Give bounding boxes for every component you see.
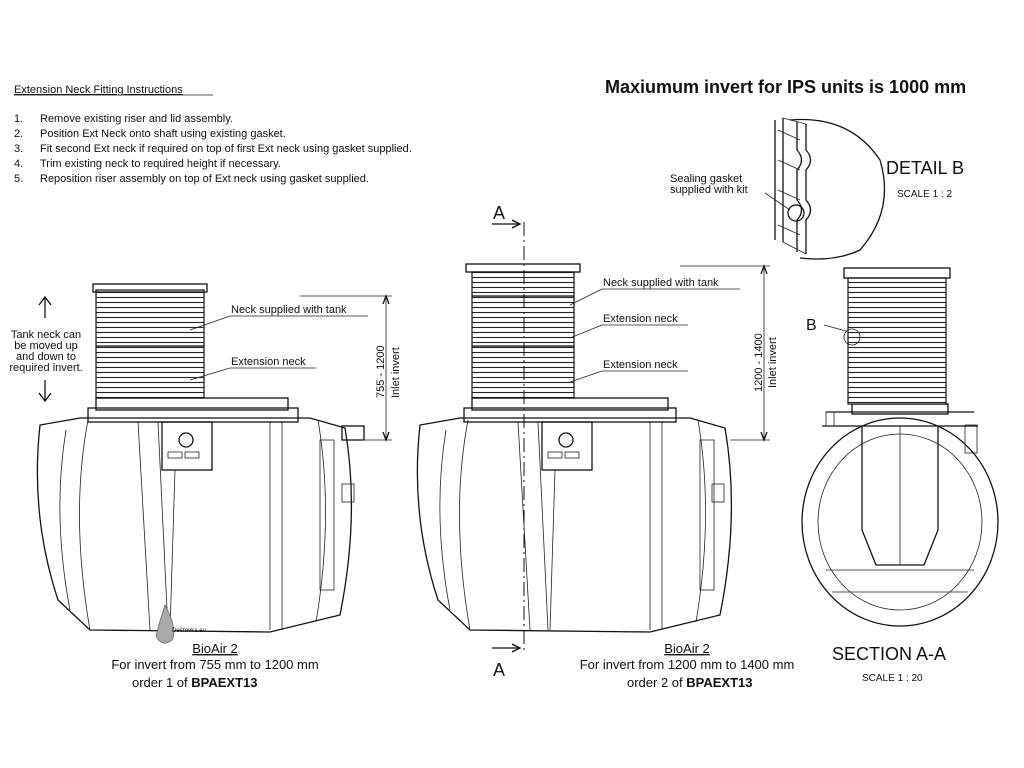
dimension-label: Inlet invert <box>767 337 779 388</box>
dimension-label: Inlet invert <box>390 347 402 398</box>
extension-neck-1 <box>471 295 575 347</box>
step-number: 5. <box>14 173 23 185</box>
control-box <box>161 421 213 471</box>
max-invert-heading: Maxiumum invert for IPS units is 1000 mm <box>605 77 966 97</box>
neck-label: Neck supplied with tank <box>231 304 347 316</box>
step-number: 4. <box>14 158 23 170</box>
model-name: BioAir 2 <box>664 641 710 656</box>
section-a-a-view: B SECTION A-A SCALE 1 : 20 <box>801 267 999 684</box>
neck-note-line: be moved up <box>14 340 78 352</box>
model-name: BioAir 2 <box>192 641 238 656</box>
step-text: Remove existing riser and lid assembly. <box>40 113 233 125</box>
extension-neck-label: Extension neck <box>231 356 306 368</box>
section-neck <box>847 277 947 405</box>
order-text: order 2 of BPAEXT13 <box>627 675 753 690</box>
detail-b-scale: SCALE 1 : 2 <box>897 189 952 200</box>
section-lid <box>843 267 951 279</box>
instructions-title: Extension Neck Fitting Instructions <box>14 84 183 96</box>
detail-b-callout <box>843 328 861 346</box>
neck-note-line: Tank neck can <box>11 329 81 341</box>
extension-neck-label: Extension neck <box>603 313 678 325</box>
dimension-range: 1200 - 1400 <box>753 333 765 392</box>
gasket-label: Sealing gasket <box>670 173 742 185</box>
watermark-drop-icon <box>155 603 175 644</box>
extension-neck-label: Extension neck <box>603 359 678 371</box>
neck-note-line: and down to <box>16 351 76 363</box>
dimension-range: 755 - 1200 <box>375 345 387 398</box>
step-number: 2. <box>14 128 23 140</box>
gasket-label: supplied with kit <box>670 184 748 196</box>
tank-neck <box>471 271 575 297</box>
inlet-pipe <box>341 425 365 441</box>
control-dial <box>178 432 194 448</box>
extension-neck <box>95 345 205 399</box>
invert-range: For invert from 755 mm to 1200 mm <box>111 657 318 672</box>
section-letter-bottom: A <box>493 660 505 680</box>
section-letter-top: A <box>493 203 505 223</box>
step-text: Position Ext Neck onto shaft using exist… <box>40 128 286 140</box>
step-number: 1. <box>14 113 23 125</box>
order-text: order 1 of BPAEXT13 <box>132 675 258 690</box>
step-text: Reposition riser assembly on top of Ext … <box>40 173 369 185</box>
step-number: 3. <box>14 143 23 155</box>
arrow-down-head-icon <box>38 392 52 403</box>
step-text: Fit second Ext neck if required on top o… <box>40 143 412 155</box>
step-text: Trim existing neck to required height if… <box>40 158 281 170</box>
lid <box>92 283 208 293</box>
invert-range: For invert from 1200 mm to 1400 mm <box>580 657 795 672</box>
extension-neck-2 <box>471 345 575 399</box>
fitting-instructions: Extension Neck Fitting Instructions 1. R… <box>14 84 412 185</box>
watermark: Dešťovka.eu <box>172 628 206 634</box>
left-tank-view: Dešťovka.eu Tank neck can be moved up an… <box>9 283 402 690</box>
section-title: SECTION A-A <box>832 644 946 664</box>
control-dial <box>558 432 574 448</box>
neck-label: Neck supplied with tank <box>603 277 719 289</box>
tank-neck <box>95 289 205 347</box>
arrow-up-head-icon <box>38 295 52 306</box>
tank-section-outer <box>801 417 999 627</box>
middle-tank-view: A A Neck supplied with tank Extension ne… <box>416 203 795 690</box>
detail-b-title: DETAIL B <box>886 158 964 178</box>
detail-callout-letter: B <box>806 317 817 334</box>
control-box <box>541 421 593 471</box>
neck-note-line: required invert. <box>9 362 82 374</box>
section-scale: SCALE 1 : 20 <box>862 673 923 684</box>
detail-b: Sealing gasket supplied with kit DETAIL … <box>670 117 964 260</box>
gasket-circle <box>787 204 805 222</box>
lid <box>465 263 581 273</box>
